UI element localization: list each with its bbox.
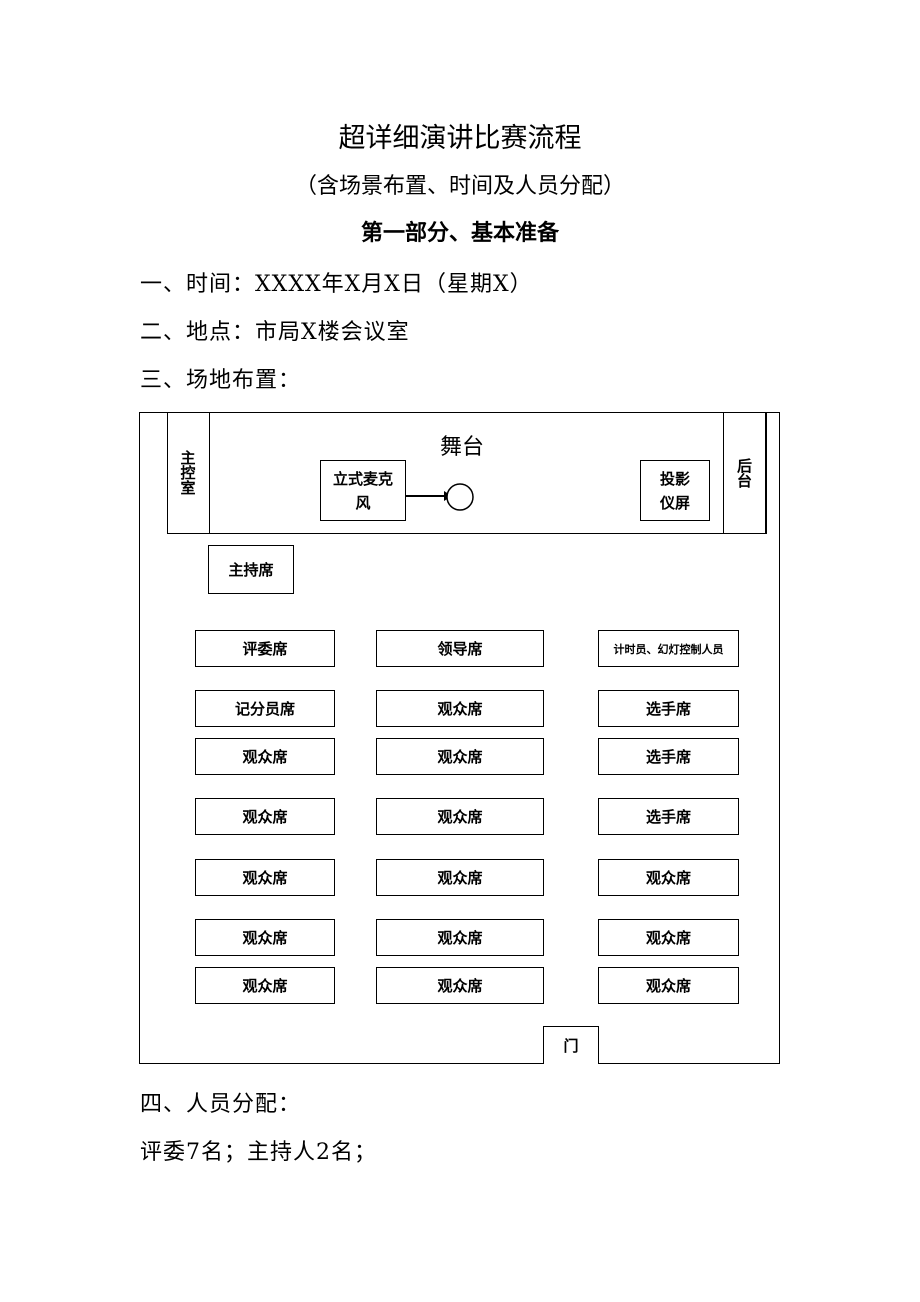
seat-block: 记分员席 [195, 690, 335, 727]
layout-line: 三、场地布置： [140, 368, 302, 393]
seat-block: 观众席 [376, 919, 544, 956]
seat-block: 观众席 [598, 919, 739, 956]
backstage-label: 后台 [735, 457, 753, 488]
seat-block: 选手席 [598, 690, 739, 727]
place-line: 二、地点：市局X楼会议室 [140, 320, 410, 345]
door: 门 [543, 1026, 599, 1064]
arrow-icon [406, 483, 474, 511]
seat-block: 选手席 [598, 738, 739, 775]
projector-label: 投影仪屏 [659, 469, 690, 512]
control-room: 主控室 [166, 411, 210, 534]
seat-block: 评委席 [195, 630, 335, 667]
seat-block: 观众席 [598, 967, 739, 1004]
host-seat: 主持席 [208, 545, 294, 594]
seat-block: 观众席 [376, 798, 544, 835]
seat-block: 计时员、幻灯控制人员 [598, 630, 739, 667]
mic-label: 立式麦克风 [332, 469, 393, 512]
control-room-label: 主控室 [178, 450, 197, 495]
seat-block: 观众席 [376, 738, 544, 775]
backstage: 后台 [723, 411, 766, 534]
mic-stand-icon [446, 483, 474, 511]
seat-block: 观众席 [376, 690, 544, 727]
stage-area: 主控室 后台 舞台 立式麦克风 投影仪屏 [166, 411, 767, 534]
section-heading: 第一部分、基本准备 [360, 220, 559, 246]
doc-subtitle: （含场景布置、时间及人员分配） [294, 174, 625, 199]
staff-line: 四、人员分配： [140, 1092, 302, 1117]
venue-diagram: 主控室 后台 舞台 立式麦克风 投影仪屏 主持席 评委席 领导席 计时员、幻灯控制人… [139, 411, 780, 1064]
projector-box: 投影仪屏 [640, 460, 710, 521]
seat-block: 观众席 [195, 738, 335, 775]
seat-block: 观众席 [598, 859, 739, 896]
staff-detail-line: 评委7名；主持人2名； [140, 1140, 377, 1165]
seat-block: 观众席 [376, 967, 544, 1004]
doc-title: 超详细演讲比赛流程 [338, 123, 582, 154]
seat-block: 观众席 [376, 859, 544, 896]
seat-block: 观众席 [195, 967, 335, 1004]
time-line: 一、时间：XXXX年X月X日（星期X） [140, 272, 533, 297]
seat-block: 选手席 [598, 798, 739, 835]
stage-label: 舞台 [440, 435, 485, 460]
seat-block: 领导席 [376, 630, 544, 667]
mic-box: 立式麦克风 [320, 460, 406, 521]
seat-block: 观众席 [195, 919, 335, 956]
seat-block: 观众席 [195, 798, 335, 835]
seat-block: 观众席 [195, 859, 335, 896]
